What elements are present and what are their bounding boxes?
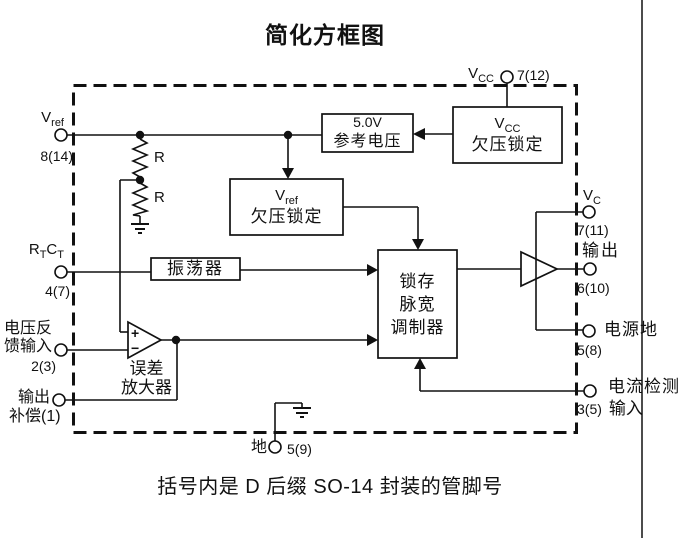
ea-minus-sign: − <box>131 340 140 356</box>
pin-vc-number: 7(11) <box>577 222 609 238</box>
junction-dot <box>171 335 181 345</box>
pin-vcc-number: 7(12) <box>517 67 550 83</box>
vcc-uvlo-line2: 欠压锁定 <box>471 134 544 154</box>
block-5v-reference-label: 5.0V 参考电压 <box>322 114 413 152</box>
pin-circle-comp <box>52 393 66 407</box>
ground-symbol-divider <box>131 223 149 234</box>
block-vref-uvlo-label: Vref 欠压锁定 <box>230 179 343 235</box>
pwm-line2: 脉宽 <box>399 294 436 314</box>
pin-output-number: 6(10) <box>577 280 610 296</box>
ref5v-line1: 5.0V <box>353 114 382 131</box>
pin-circle-rtct <box>54 265 68 279</box>
diagram-caption: 括号内是 D 后缀 SO-14 封装的管脚号 <box>157 476 503 498</box>
resistor-bottom-label: R <box>154 189 165 206</box>
junction-dots <box>135 130 293 345</box>
pin-terminals <box>52 70 597 454</box>
pin-circle-current-sense <box>583 384 597 398</box>
arrowhead-down <box>412 239 424 250</box>
block-vcc-uvlo <box>452 106 563 164</box>
ground-symbol-ic <box>293 407 311 418</box>
resistor-divider <box>130 138 150 224</box>
junction-dot <box>283 130 293 140</box>
pin-vc-label: VC <box>583 187 601 207</box>
wires <box>65 83 584 441</box>
pin-power-ground-label: 电源地 <box>604 320 658 339</box>
ea-line2: 放大器 <box>121 378 172 397</box>
ref5v-line2: 参考电压 <box>333 132 402 150</box>
resistor-symbol-bottom <box>130 182 150 217</box>
arrowhead-down <box>282 168 294 179</box>
pin-vcc-label: VCC <box>468 65 494 85</box>
block-pwm-label: 锁存 脉宽 调制器 <box>378 250 457 358</box>
resistor-top-label: R <box>154 149 165 166</box>
block-5v-reference <box>321 113 414 153</box>
pin-rtct-number: 4(7) <box>45 283 70 299</box>
block-vref-uvlo <box>229 178 344 236</box>
function-blocks <box>150 106 563 359</box>
output-driver-triangle <box>520 250 559 288</box>
block-oscillator-label: 振荡器 <box>151 258 240 280</box>
pin-circle-vref <box>54 128 68 142</box>
oscillator-label: 振荡器 <box>167 259 224 279</box>
arrowhead-right <box>367 334 378 346</box>
diagram-title: 简化方框图 <box>265 22 385 48</box>
error-amplifier-triangle <box>127 320 163 360</box>
pin-feedback-number: 2(3) <box>31 358 56 374</box>
pin-power-ground-number: 5(8) <box>577 342 602 358</box>
arrowhead-right <box>367 264 378 276</box>
pin-output-label: 输出 <box>582 241 620 260</box>
vref-uvlo-line2: 欠压锁定 <box>250 206 323 226</box>
pin-current-sense-number-row: 3(5) 输入 <box>577 399 643 419</box>
junction-dot <box>135 130 145 140</box>
pin-current-sense-label2: 输入 <box>608 399 643 418</box>
resistor-symbol-top <box>130 138 150 178</box>
pin-current-sense-number: 3(5) <box>577 401 602 417</box>
pwm-line1: 锁存 <box>399 271 436 291</box>
arrowhead-left <box>413 128 425 140</box>
pin-vref-label: Vref <box>41 109 64 129</box>
block-vcc-uvlo-label: VCC 欠压锁定 <box>453 107 562 163</box>
arrowheads <box>282 128 426 369</box>
feedback-label-line2: 馈输入 <box>3 337 52 355</box>
ic-dashed-boundary <box>72 84 578 434</box>
block-oscillator <box>150 257 241 281</box>
pin-comp-label-line2: 补偿(1) <box>9 408 61 425</box>
vref-uvlo-symbol: Vref <box>275 187 298 207</box>
ea-plus-sign: + <box>131 325 140 341</box>
pin-vref-number: 8(14) <box>40 148 73 164</box>
error-amplifier-label: 误差 放大器 <box>104 359 189 397</box>
pin-comp-label-line1: 输出 <box>17 389 50 406</box>
junction-dot <box>135 175 145 185</box>
pin-ground-label: 地 <box>251 439 268 456</box>
pin-circle-vcc <box>500 70 514 84</box>
pin-ground-number: 5(9) <box>287 441 312 457</box>
pin-rtct-label: RTCT <box>28 241 64 261</box>
pin-circle-vc <box>582 205 596 219</box>
ea-line1: 误差 <box>129 359 164 378</box>
pin-circle-power-ground <box>582 324 596 338</box>
feedback-label-line1: 电压反 <box>3 320 52 337</box>
pin-feedback-label: 电压反 馈输入 <box>0 320 52 355</box>
pwm-line3: 调制器 <box>390 317 445 337</box>
pin-current-sense-label: 电流检测 <box>608 377 680 396</box>
pin-circle-ground <box>268 440 282 454</box>
arrowhead-up <box>414 358 426 369</box>
vcc-uvlo-symbol: VCC <box>494 115 521 135</box>
pin-circle-feedback <box>54 343 68 357</box>
block-pwm-latch <box>377 249 458 359</box>
pin-circle-output <box>583 262 597 276</box>
